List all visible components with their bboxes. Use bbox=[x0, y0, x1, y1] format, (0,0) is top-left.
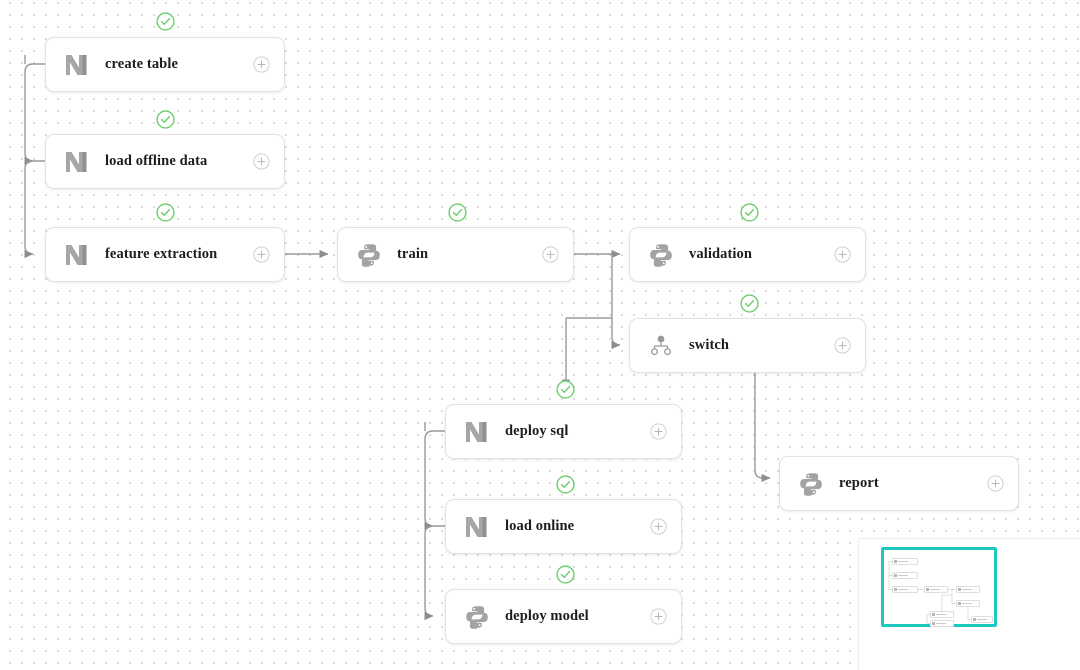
nl-logo-icon bbox=[462, 417, 492, 447]
minimap-node bbox=[930, 611, 954, 618]
add-node-button[interactable] bbox=[253, 56, 270, 73]
minimap-node bbox=[892, 586, 918, 593]
minimap-node bbox=[892, 572, 918, 579]
add-node-button[interactable] bbox=[650, 423, 667, 440]
status-badge-success bbox=[740, 294, 759, 313]
switch-node-icon bbox=[646, 331, 676, 361]
minimap-node bbox=[924, 586, 948, 593]
python-icon bbox=[462, 602, 492, 632]
python-icon bbox=[354, 240, 384, 270]
minimap-node bbox=[956, 586, 980, 593]
add-node-button[interactable] bbox=[542, 246, 559, 263]
node-switch[interactable]: switch bbox=[629, 318, 866, 373]
node-label: deploy sql bbox=[505, 423, 569, 439]
nl-logo-icon bbox=[62, 147, 92, 177]
status-badge-success bbox=[156, 110, 175, 129]
minimap-node bbox=[956, 600, 980, 607]
add-node-button[interactable] bbox=[253, 153, 270, 170]
node-feature-extraction[interactable]: feature extraction bbox=[45, 227, 285, 282]
node-label: create table bbox=[105, 56, 178, 72]
minimap-node bbox=[892, 558, 918, 565]
node-load-online[interactable]: load online bbox=[445, 499, 682, 554]
status-badge-success bbox=[156, 12, 175, 31]
python-icon bbox=[796, 469, 826, 499]
add-node-button[interactable] bbox=[834, 246, 851, 263]
node-label: feature extraction bbox=[105, 246, 218, 262]
python-icon bbox=[646, 240, 676, 270]
node-validation[interactable]: validation bbox=[629, 227, 866, 282]
node-label: validation bbox=[689, 246, 753, 262]
node-label: deploy model bbox=[505, 608, 589, 624]
minimap-viewport-rect[interactable] bbox=[881, 547, 997, 627]
node-label: report bbox=[839, 475, 879, 491]
status-badge-success bbox=[556, 475, 575, 494]
status-badge-success bbox=[156, 203, 175, 222]
node-load-offline-data[interactable]: load offline data bbox=[45, 134, 285, 189]
node-label: load online bbox=[505, 518, 575, 534]
status-badge-success bbox=[556, 380, 575, 399]
add-node-button[interactable] bbox=[987, 475, 1004, 492]
minimap-node bbox=[971, 616, 993, 623]
node-label: switch bbox=[689, 337, 730, 353]
node-deploy-model[interactable]: deploy model bbox=[445, 589, 682, 644]
nl-logo-icon bbox=[62, 50, 92, 80]
status-badge-success bbox=[448, 203, 467, 222]
add-node-button[interactable] bbox=[650, 608, 667, 625]
add-node-button[interactable] bbox=[650, 518, 667, 535]
minimap-edge-layer bbox=[888, 561, 971, 624]
nl-logo-icon bbox=[462, 512, 492, 542]
add-node-button[interactable] bbox=[253, 246, 270, 263]
minimap-node bbox=[930, 620, 954, 627]
node-create-table[interactable]: create table bbox=[45, 37, 285, 92]
node-label: train bbox=[397, 246, 429, 262]
nl-logo-icon bbox=[62, 240, 92, 270]
add-node-button[interactable] bbox=[834, 337, 851, 354]
status-badge-success bbox=[556, 565, 575, 584]
node-deploy-sql[interactable]: deploy sql bbox=[445, 404, 682, 459]
node-train[interactable]: train bbox=[337, 227, 574, 282]
node-report[interactable]: report bbox=[779, 456, 1019, 511]
minimap-panel[interactable] bbox=[858, 538, 1080, 670]
node-label: load offline data bbox=[105, 153, 208, 169]
status-badge-success bbox=[740, 203, 759, 222]
